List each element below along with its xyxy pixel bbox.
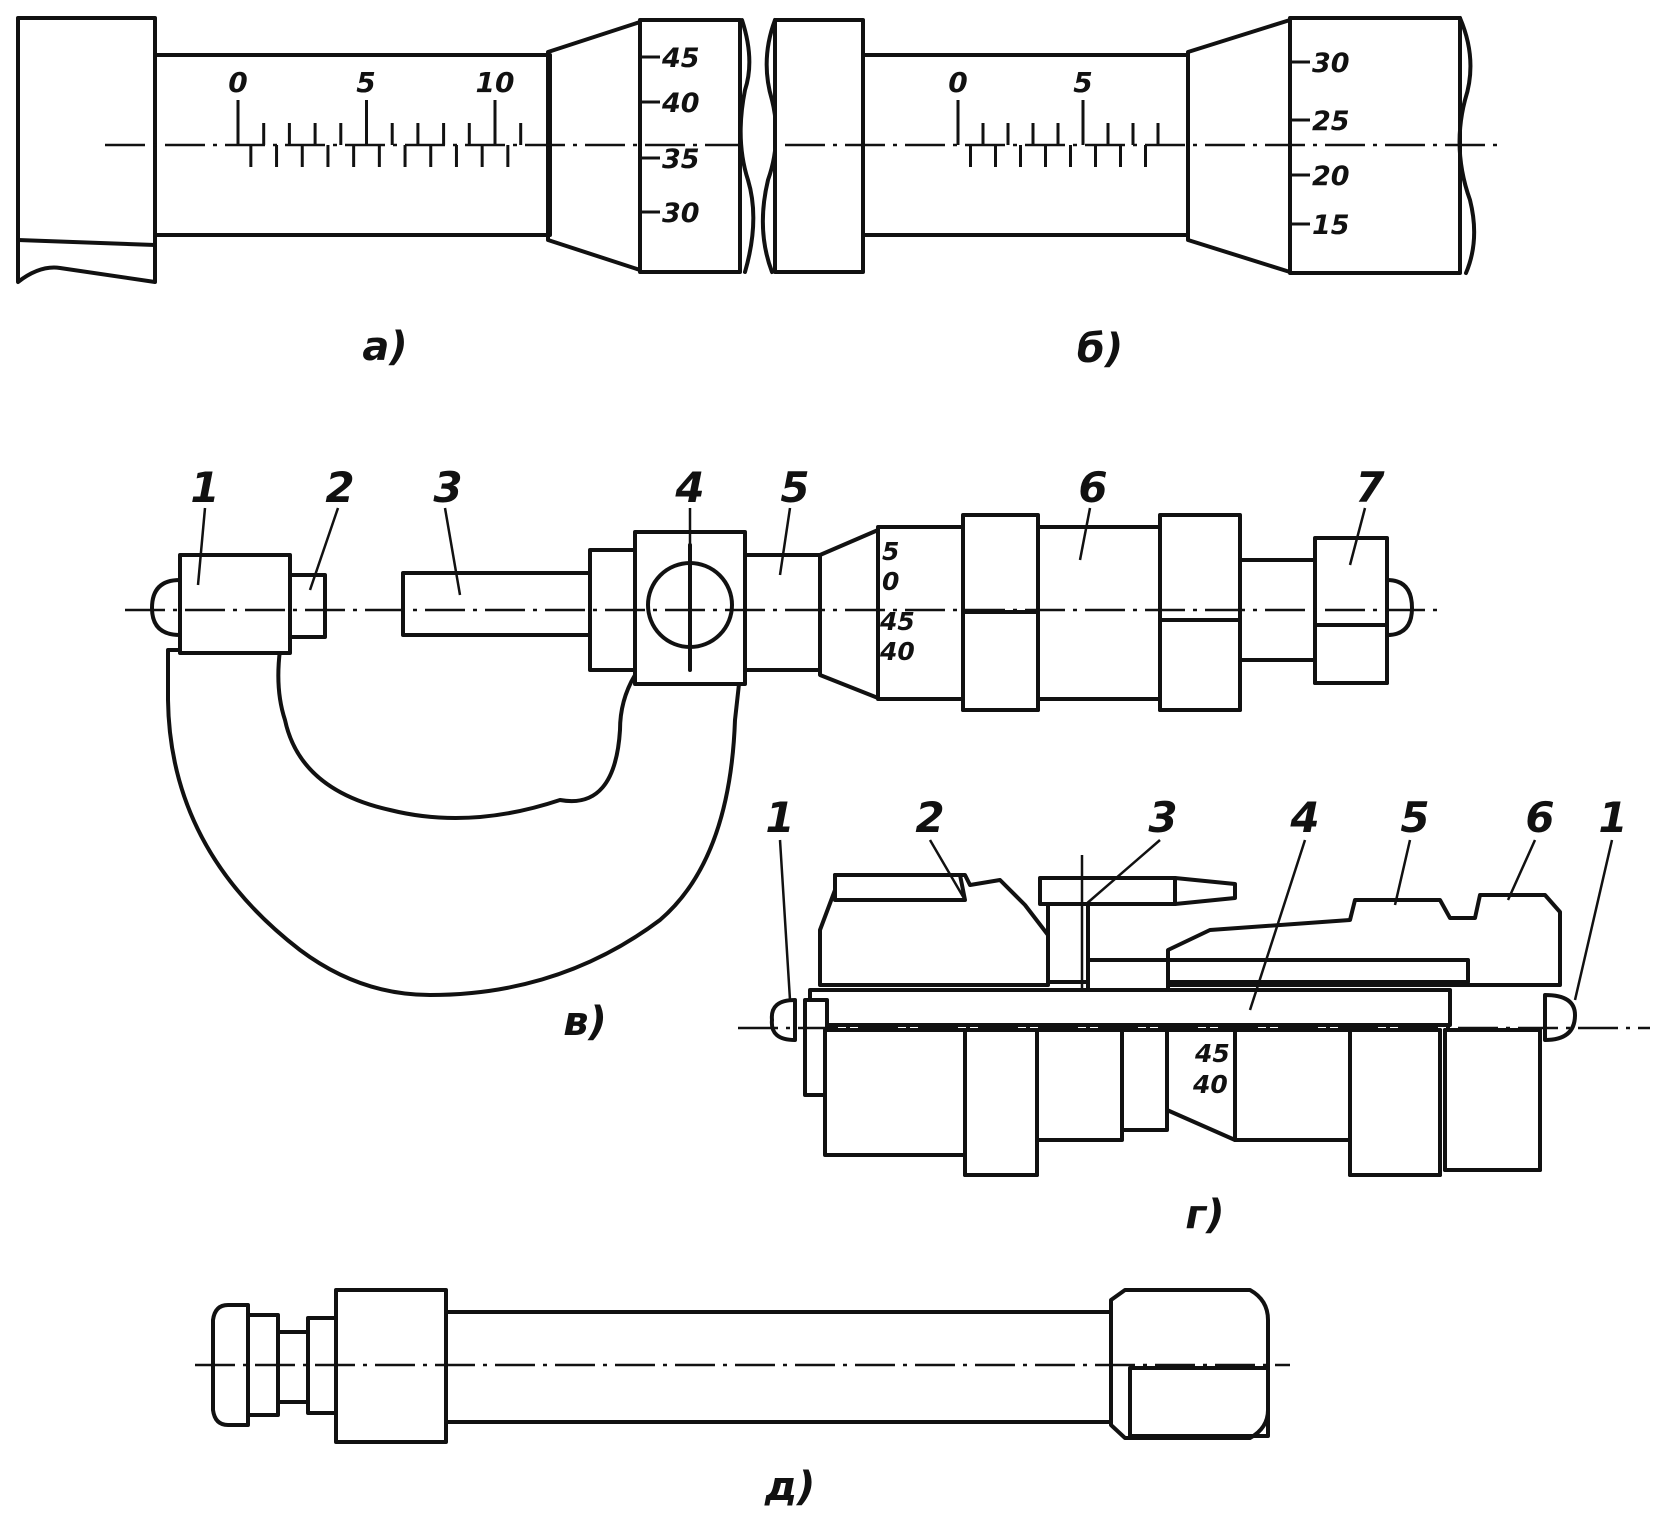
lock-lever <box>1038 876 1177 906</box>
thimble <box>876 525 965 701</box>
callout-2: 2 <box>915 793 944 842</box>
anvil-cap <box>150 578 182 637</box>
thimble <box>1233 1028 1352 1142</box>
caption-b: б) <box>1077 326 1123 372</box>
knurl-ring-2 <box>1158 513 1242 712</box>
rod-body <box>444 1310 1113 1424</box>
panel-v: 5 0 45 40 1 2 3 4 5 6 7 <box>125 463 1445 1045</box>
sleeve-scale <box>236 100 523 167</box>
sleeve-scale <box>956 100 1160 167</box>
body-block <box>823 1028 967 1157</box>
drum-label-35: 35 <box>662 144 700 175</box>
drum-label-30: 30 <box>1312 48 1350 79</box>
sleeve-section <box>1166 893 1562 987</box>
callouts: 1 2 3 4 5 6 7 <box>190 463 1385 596</box>
callout-4: 4 <box>674 463 704 512</box>
drum-label-30: 30 <box>662 198 700 229</box>
frame-wall <box>16 16 157 284</box>
callouts: 1 2 3 4 5 6 1 <box>765 793 1628 1011</box>
thread <box>1166 958 1470 984</box>
end-cap-right <box>1543 993 1577 1042</box>
end-cap-left <box>769 998 797 1042</box>
drum-label-40: 40 <box>1192 1070 1228 1099</box>
drum-label-45: 45 <box>1194 1039 1230 1068</box>
drum-label-15: 15 <box>1312 210 1350 241</box>
lock-block <box>1086 958 1170 992</box>
callout-2: 2 <box>325 463 354 512</box>
ratchet-cap <box>1385 578 1414 637</box>
drum-label-40: 40 <box>879 637 915 666</box>
sleeve-label-10: 10 <box>476 66 515 99</box>
caption-v: в) <box>563 999 607 1045</box>
anvil-face <box>288 573 327 639</box>
callout-1: 1 <box>190 463 219 512</box>
callout-6: 6 <box>1525 793 1554 842</box>
panel-b: 0 5 30 25 20 15 б) <box>760 16 1498 372</box>
drum-label-20: 20 <box>1312 161 1350 192</box>
micro-screw <box>808 988 1452 1027</box>
callout-4: 4 <box>1289 793 1319 842</box>
callout-1: 1 <box>765 793 794 842</box>
frame <box>166 648 742 997</box>
callout-3: 3 <box>433 463 462 512</box>
thimble-bevel <box>818 528 880 700</box>
drum-label-45: 45 <box>661 43 700 74</box>
sleeve-label-5: 5 <box>1073 66 1092 99</box>
housing-section <box>818 873 1050 987</box>
knurl-nut-left <box>963 1028 1039 1177</box>
drum-label-40: 40 <box>661 88 700 119</box>
spindle <box>401 571 592 637</box>
thimble-scale: 45 40 35 30 <box>640 43 700 229</box>
caption-d: д) <box>764 1464 816 1510</box>
thimble-barrel <box>1036 525 1162 701</box>
panel-d: д) <box>195 1288 1290 1510</box>
callout-1b: 1 <box>1598 793 1627 842</box>
knurl-nut-mid <box>1348 1028 1442 1177</box>
sleeve <box>743 553 822 672</box>
callout-3: 3 <box>1148 793 1177 842</box>
panel-a: 0 5 10 45 40 35 30 а) <box>16 16 756 370</box>
callout-5: 5 <box>1400 793 1429 842</box>
drum-label-5: 5 <box>882 537 899 566</box>
sleeve-label-0: 0 <box>948 66 967 99</box>
callout-6: 6 <box>1078 463 1107 512</box>
callout-5: 5 <box>780 463 809 512</box>
drum-label-0: 0 <box>882 567 899 596</box>
sleeve-label-0: 0 <box>228 66 247 99</box>
anvil-block <box>178 553 292 655</box>
drum-label-25: 25 <box>1312 106 1350 137</box>
caption-g: г) <box>1185 1192 1224 1238</box>
thimble-scale: 30 25 20 15 <box>1290 48 1350 241</box>
sleeve-label-5: 5 <box>356 66 375 99</box>
knurl-nut-right <box>1443 1028 1542 1172</box>
caption-a: а) <box>362 324 407 370</box>
callout-7: 7 <box>1355 463 1385 512</box>
panel-g: 45 40 1 2 3 4 5 6 1 г) <box>738 793 1650 1238</box>
drum-label-45: 45 <box>879 607 915 636</box>
